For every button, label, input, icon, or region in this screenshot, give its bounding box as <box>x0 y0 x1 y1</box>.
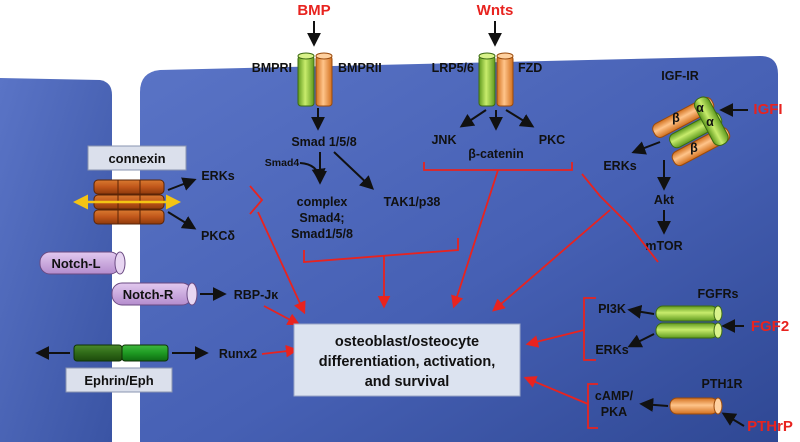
pkc-label: PKC <box>539 133 565 147</box>
ephrin-receptor <box>73 344 169 362</box>
fgf-erks-arrow <box>627 333 655 348</box>
fgfrs-label: FGFRs <box>698 287 739 301</box>
connexin-pkc-arrow <box>167 211 197 230</box>
igf-ir-label: IGF-IR <box>661 69 699 83</box>
igf-alpha-2: α <box>706 115 714 129</box>
pkc-delta-label: PKCδ <box>201 229 235 243</box>
runx2-label: Runx2 <box>219 347 257 361</box>
igf-receptor <box>652 96 731 167</box>
notch-r-label: Notch-R <box>123 287 174 302</box>
complex-label-3: Smad1/5/8 <box>291 227 353 241</box>
akt-label: Akt <box>654 193 675 207</box>
igf-beta-bottom: β <box>690 141 698 155</box>
igf-beta-top: β <box>672 111 680 125</box>
mtor-label: mTOR <box>645 239 682 253</box>
smad158-label: Smad 1/5/8 <box>291 135 356 149</box>
tak1-arrow <box>333 151 375 190</box>
pi3k-label: PI3K <box>598 302 626 316</box>
outcome-line-2: differentiation, activation, <box>319 354 495 370</box>
beta-catenin-label: β-catenin <box>468 147 524 161</box>
notch-l <box>39 251 126 275</box>
connexin-erks-arrow <box>167 177 197 191</box>
bmp-ligand: BMP <box>297 2 330 19</box>
tak1-label: TAK1/p38 <box>384 195 441 209</box>
notch-l-label: Notch-L <box>51 256 100 271</box>
outcome-box <box>293 323 521 397</box>
bmp-receptor <box>297 52 333 107</box>
fgf2-ligand: FGF2 <box>751 318 789 335</box>
fgf-pi3k-arrow <box>627 304 655 319</box>
ephrin-box <box>65 367 173 393</box>
igfi-ligand: IGFI <box>753 101 782 118</box>
pth-receptor <box>669 397 723 415</box>
fgf-erks-label: ERKs <box>595 343 628 357</box>
notch-r <box>111 282 198 306</box>
outcome-line-3: and survival <box>365 374 450 390</box>
lrp56-label: LRP5/6 <box>432 61 474 75</box>
wnt-right-arrow <box>505 109 535 128</box>
wnt-left-arrow <box>459 109 487 128</box>
bmpri-label: BMPRI <box>252 61 292 75</box>
wnt-receptor <box>478 52 514 107</box>
pthrp-ligand: PTHrP <box>747 418 793 435</box>
connexin-label: connexin <box>108 151 165 166</box>
fgf-receptor <box>655 305 723 339</box>
convergence-lines <box>249 162 659 429</box>
igf-erks-label: ERKs <box>603 159 636 173</box>
rbp-label: RBP-Jκ <box>234 288 279 302</box>
fzd-label: FZD <box>518 61 542 75</box>
igf-erks-arrow <box>631 141 661 155</box>
outcome-line-1: osteoblast/osteocyte <box>335 334 479 350</box>
camp-label-2: PKA <box>601 405 627 419</box>
left-erks-label: ERKs <box>201 169 234 183</box>
ephrin-label: Ephrin/Eph <box>84 373 153 388</box>
pth1r-label: PTH1R <box>702 377 743 391</box>
complex-label-1: complex <box>297 195 348 209</box>
connexin-box <box>87 145 187 171</box>
pth-camp-arrow <box>639 397 669 412</box>
pthrp-arrow <box>721 412 745 427</box>
igf-alpha-1: α <box>696 101 704 115</box>
camp-label-1: cAMP/ <box>595 389 634 403</box>
jnk-label: JNK <box>431 133 456 147</box>
bmprii-label: BMPRII <box>338 61 382 75</box>
wnts-ligand: Wnts <box>477 2 514 19</box>
complex-label-2: Smad4; <box>299 211 344 225</box>
smad4-label: Smad4 <box>265 157 300 169</box>
